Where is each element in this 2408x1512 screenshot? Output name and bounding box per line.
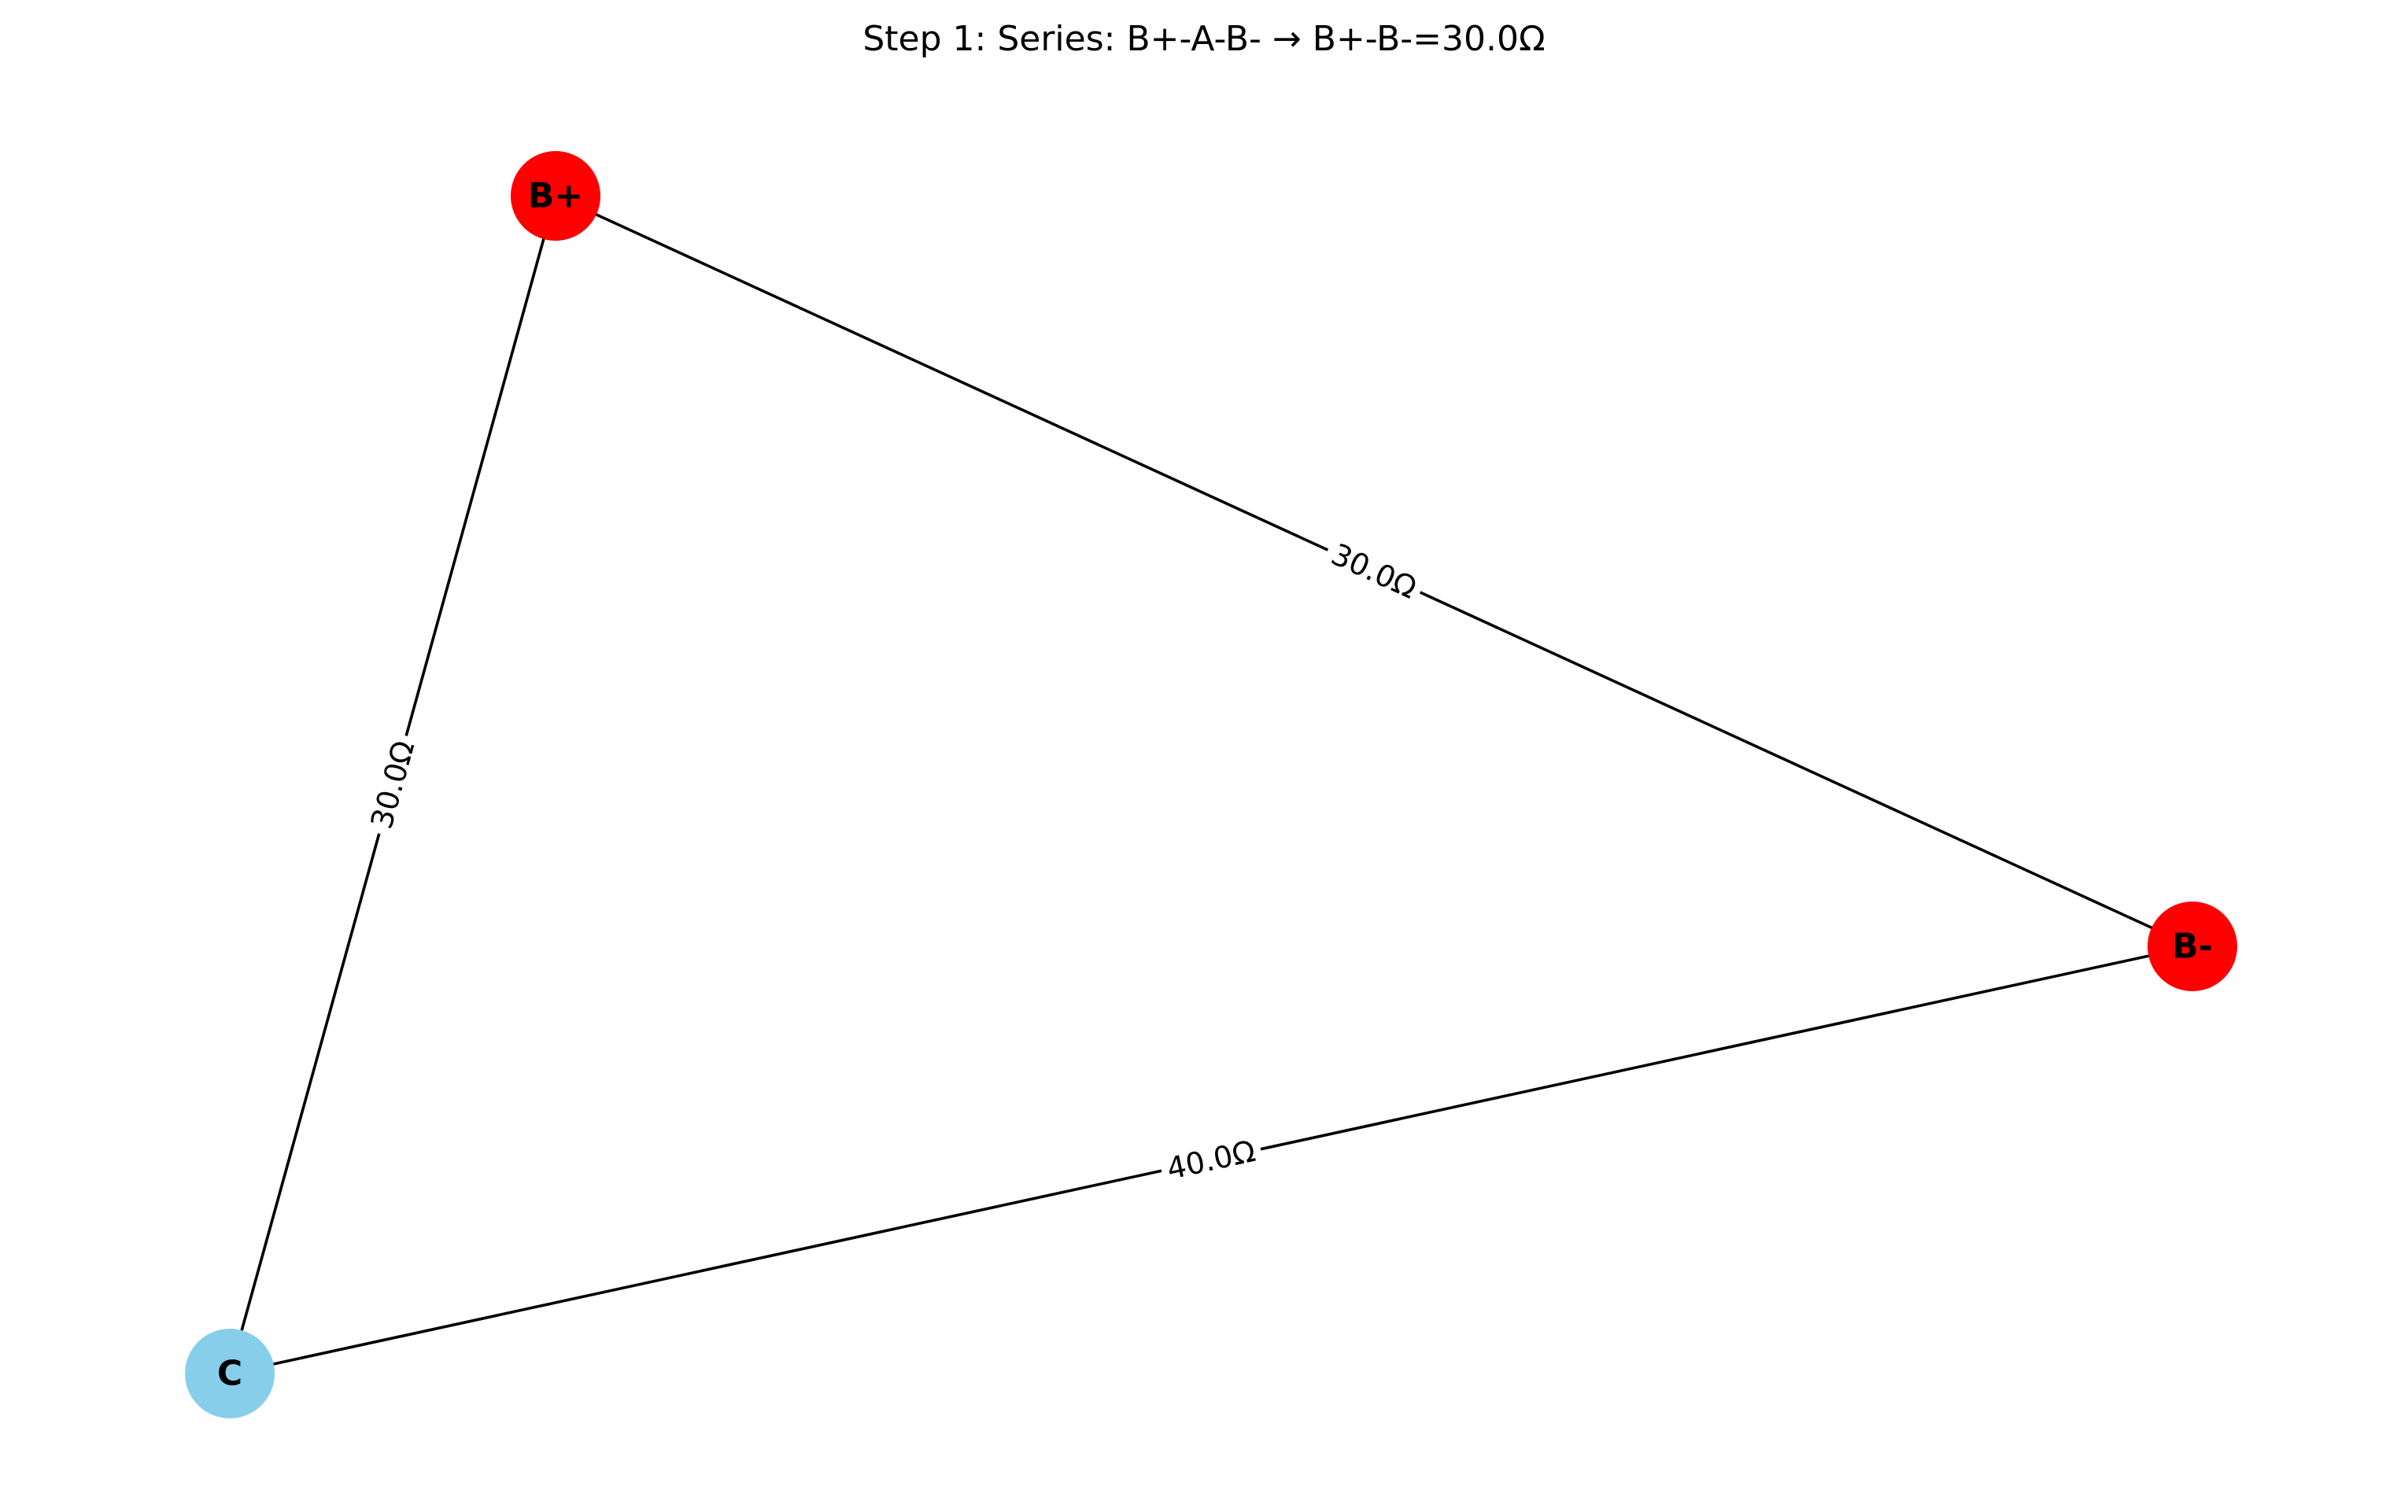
node-c-label: C: [217, 1354, 242, 1394]
edge-bplus-c-label-background: [362, 731, 423, 839]
edge-bplus-bminus-label-background: [1320, 534, 1427, 608]
node-c-circle: [185, 1329, 275, 1418]
diagram-title: Step 1: Series: B+-A-B- → B+-B-=30.0Ω: [862, 19, 1545, 59]
node-bminus-label: B-: [2172, 927, 2213, 967]
node-bminus-circle: [2148, 902, 2237, 991]
edge-c-bminus-label-background: [1158, 1132, 1265, 1188]
node-bplus-label: B+: [528, 176, 583, 216]
node-bplus-circle: [511, 151, 600, 241]
nodes-layer: B+ B- C: [185, 151, 2237, 1418]
